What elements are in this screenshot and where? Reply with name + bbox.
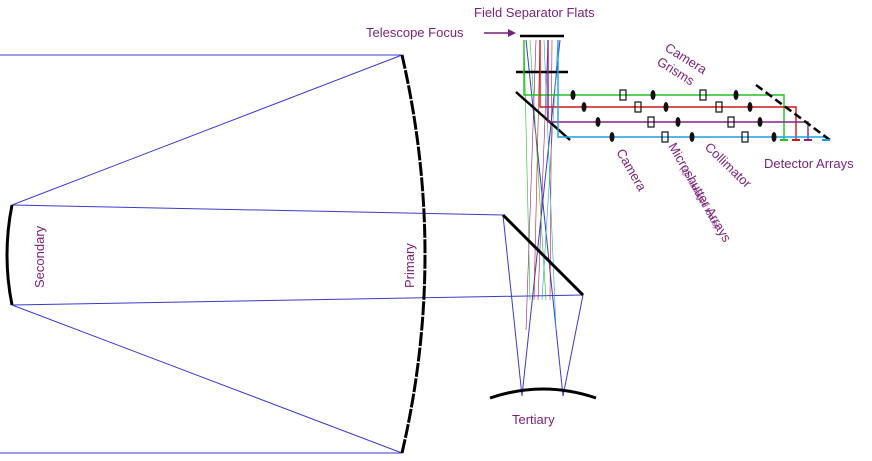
secondary-mirror <box>5 204 14 306</box>
converging-rays <box>523 39 559 331</box>
primary-mirror <box>400 54 427 454</box>
label-reimaged-focus: (@ reimaged focus) <box>678 165 721 231</box>
tertiary-mirror <box>489 387 597 400</box>
label-detector-arrays: Detector Arrays <box>764 156 854 171</box>
label-field-separator-flats: Field Separator Flats <box>474 5 595 20</box>
label-tertiary: Tertiary <box>512 412 555 427</box>
fold-mirror <box>501 213 585 297</box>
label-camera-bottom: Camera <box>613 146 649 194</box>
optical-elements <box>570 89 777 143</box>
telescope-focus-arrow <box>484 29 516 37</box>
label-telescope-focus: Telescope Focus <box>366 25 464 40</box>
label-collimator: Collimator <box>702 139 755 191</box>
detector-fold-mirror <box>755 83 831 142</box>
telescope-rays <box>0 39 584 454</box>
label-primary: Primary <box>402 243 417 288</box>
label-secondary: Secondary <box>32 225 47 288</box>
